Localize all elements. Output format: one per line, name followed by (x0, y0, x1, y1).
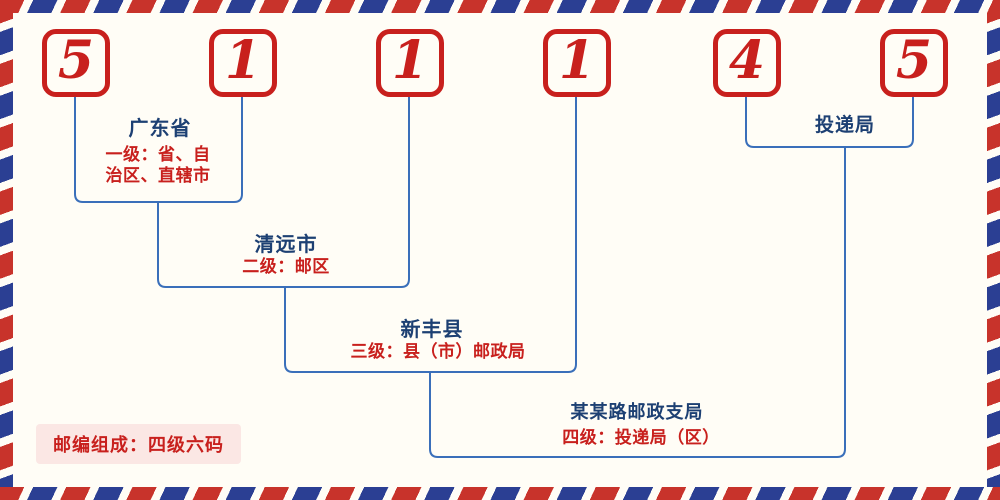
digit-box-3: 1 (376, 29, 444, 97)
level-4-name: 某某路邮政支局 (570, 402, 704, 423)
level-3-description: 三级：县（市）邮政局 (350, 342, 526, 362)
level-1-description: 一级：省、自 治区、直辖市 (105, 145, 211, 186)
digit-box-1: 5 (42, 29, 110, 97)
digit-box-5: 4 (713, 29, 781, 97)
level-2-name: 清远市 (254, 232, 318, 256)
digit-2: 1 (224, 30, 262, 91)
delivery-office-label: 投递局 (814, 114, 876, 136)
airmail-border-top (0, 0, 1000, 13)
digit-4: 1 (558, 30, 596, 91)
digit-5: 4 (728, 30, 766, 91)
postal-code-composition-badge: 邮编组成：四级六码 (36, 424, 241, 464)
digit-box-6: 5 (880, 29, 948, 97)
digit-box-4: 1 (543, 29, 611, 97)
level-3-name: 新丰县 (400, 317, 464, 341)
digit-1: 5 (57, 30, 95, 91)
airmail-border-right (987, 0, 1000, 500)
digit-3: 1 (391, 30, 429, 91)
airmail-border-left (0, 0, 13, 500)
level-1-name: 广东省 (128, 116, 192, 140)
level-4-description: 四级：投递局（区） (562, 428, 720, 448)
level-2-description: 二级：邮区 (242, 257, 330, 277)
digit-6: 5 (895, 30, 933, 91)
digit-box-2: 1 (209, 29, 277, 97)
airmail-border-bottom (0, 487, 1000, 500)
